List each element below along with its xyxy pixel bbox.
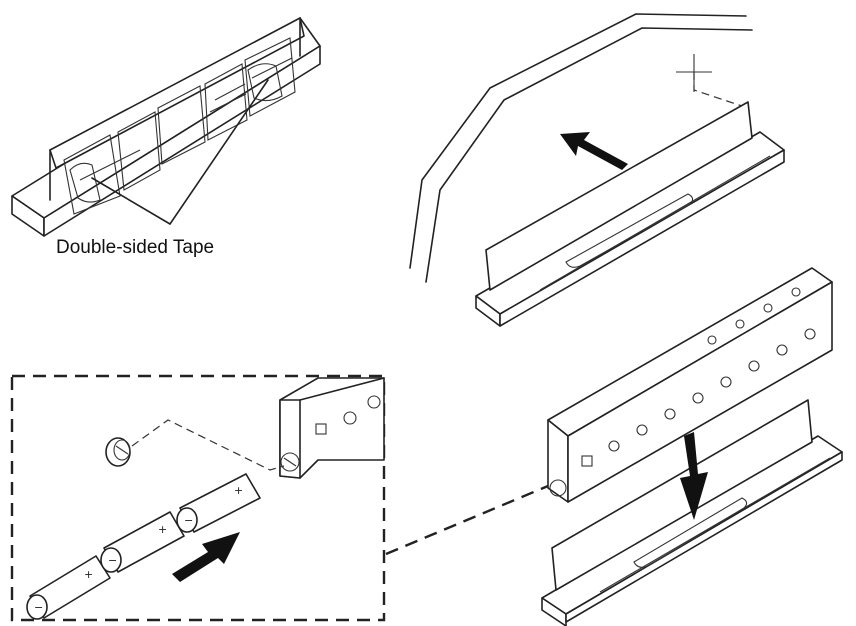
svg-text:+: + [234, 484, 243, 497]
tape-label: Double-sided Tape [56, 237, 214, 258]
svg-text:+: + [84, 568, 93, 581]
svg-text:−: − [184, 514, 193, 527]
holder-tape-illustration [11, 17, 321, 237]
bezel-mounting-illustration [409, 13, 785, 327]
battery-block-assembly [541, 267, 843, 626]
battery-1: + − [26, 555, 111, 620]
svg-text:+: + [158, 523, 167, 536]
insert-arrow-icon [172, 532, 240, 582]
detail-frame [10, 374, 386, 622]
battery-2: + − [100, 511, 185, 573]
battery-3: + − [176, 473, 261, 533]
detail-connector [385, 484, 549, 556]
svg-text:−: − [34, 601, 43, 614]
svg-text:−: − [108, 554, 117, 567]
down-arrow-icon [680, 432, 708, 520]
battery-insertion-detail: + − + − + − [10, 374, 386, 622]
